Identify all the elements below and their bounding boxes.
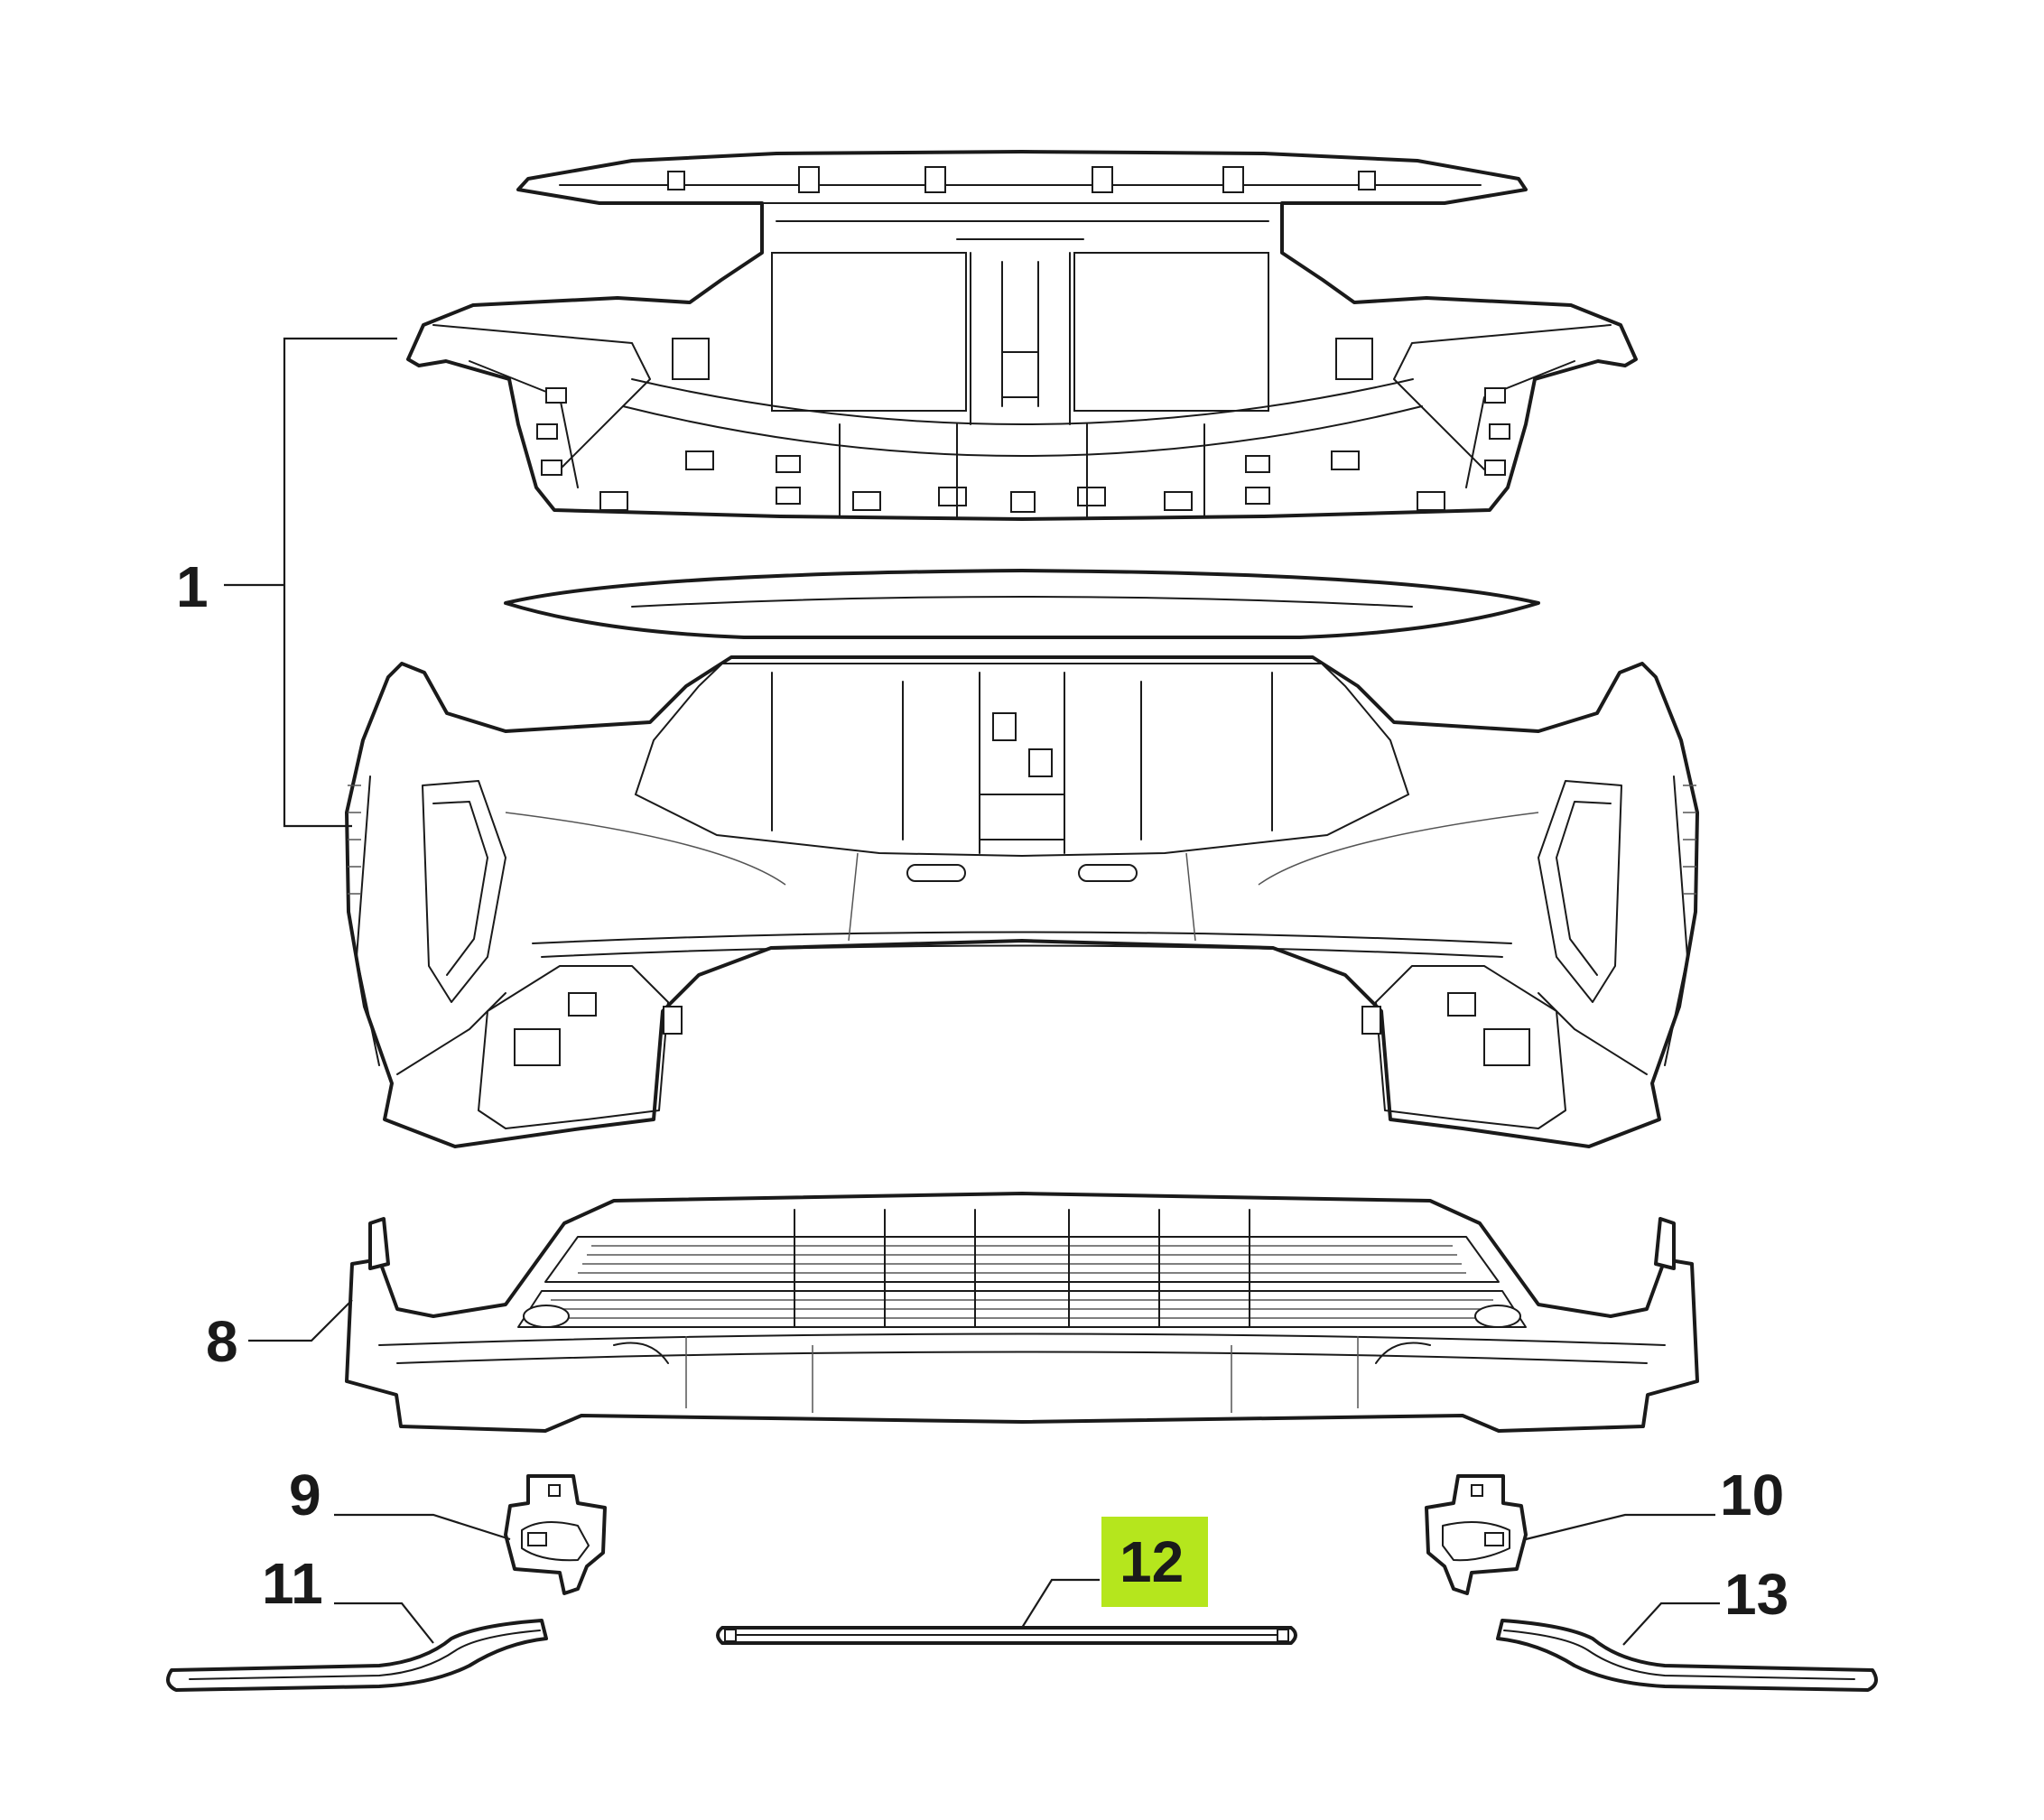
callout-11[interactable]: 11	[262, 1551, 323, 1616]
leader-1	[224, 337, 397, 828]
leader-13	[1622, 1602, 1720, 1646]
callout-numbers: 1 8 9 10 11 12 13	[176, 554, 1788, 1627]
leader-8	[248, 1299, 353, 1342]
left-mounting-bracket	[504, 1474, 607, 1595]
right-lower-trim-strip	[1496, 1619, 1878, 1692]
callout-8[interactable]: 8	[206, 1309, 238, 1374]
leader-lines	[224, 337, 1720, 1646]
center-lower-trim-strip	[716, 1626, 1297, 1645]
callout-12-highlight	[1101, 1517, 1208, 1607]
callout-1[interactable]: 1	[176, 554, 209, 619]
front-end-carrier	[406, 150, 1638, 521]
leader-12	[1021, 1578, 1100, 1629]
lower-bumper-section	[345, 1192, 1699, 1433]
front-bumper-cover	[345, 569, 1699, 1148]
leader-9	[334, 1513, 511, 1541]
callout-9[interactable]: 9	[289, 1462, 321, 1528]
leader-10	[1525, 1513, 1715, 1541]
callout-13[interactable]: 13	[1724, 1562, 1788, 1627]
right-mounting-bracket	[1425, 1474, 1528, 1595]
left-lower-trim-strip	[166, 1619, 548, 1692]
callout-10[interactable]: 10	[1720, 1462, 1784, 1528]
callout-12[interactable]: 12	[1120, 1529, 1184, 1594]
leader-11	[334, 1602, 434, 1644]
